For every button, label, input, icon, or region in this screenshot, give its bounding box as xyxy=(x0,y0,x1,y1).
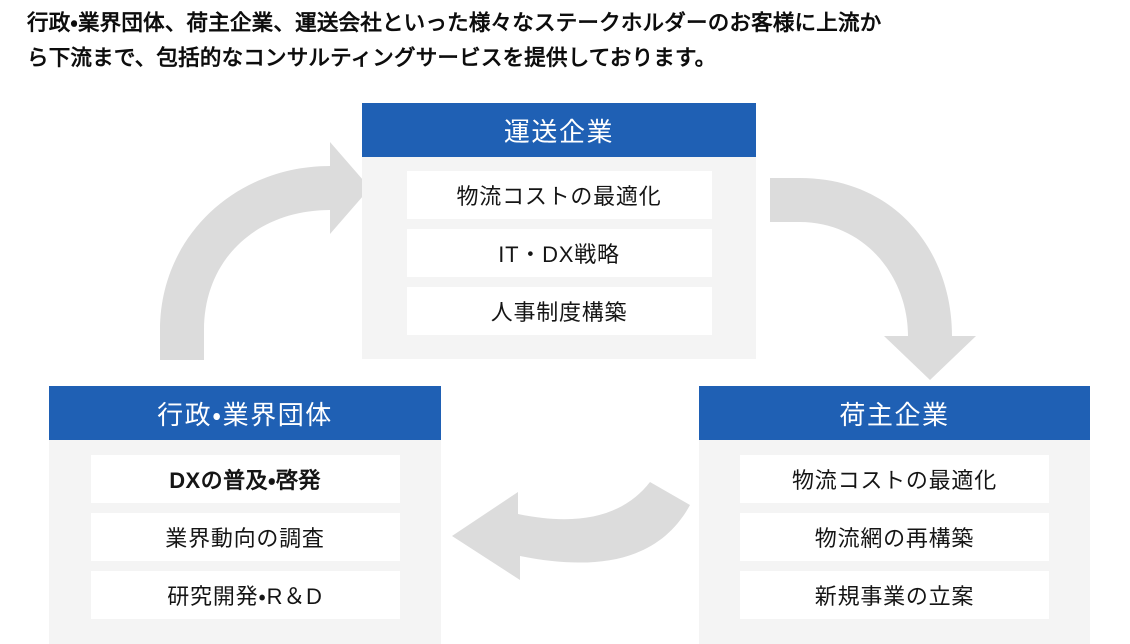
group-item[interactable]: 研究開発・R＆D xyxy=(90,571,400,619)
group-item[interactable]: 物流コストの最適化 xyxy=(740,455,1049,503)
group-card-carrier: 運送企業 物流コストの最適化 IT・DX戦略 人事制度構築 xyxy=(362,103,756,359)
intro-line-1: 行政・業界団体、荷主企業、運送会社といった様々なステークホルダーのお客様に上流か xyxy=(27,11,882,35)
group-item[interactable]: IT・DX戦略 xyxy=(406,229,712,277)
group-item[interactable]: 新規事業の立案 xyxy=(740,571,1049,619)
intro-line-2: ら下流まで、包括的なコンサルティングサービスを提供しております。 xyxy=(27,45,717,70)
group-body-government: DXの普及・啓発 業界動向の調査 研究開発・R＆D xyxy=(49,440,441,637)
group-header-carrier: 運送企業 xyxy=(362,103,756,157)
group-item[interactable]: 物流コストの最適化 xyxy=(406,171,712,219)
arrow-shipper-to-government-icon xyxy=(452,482,690,580)
group-item[interactable]: 業界動向の調査 xyxy=(90,513,400,561)
group-card-shipper: 荷主企業 物流コストの最適化 物流網の再構築 新規事業の立案 xyxy=(699,386,1090,644)
intro-paragraph: 行政・業界団体、荷主企業、運送会社といった様々なステークホルダーのお客様に上流か… xyxy=(27,6,1105,76)
arrow-government-to-carrier-icon xyxy=(160,142,370,360)
group-card-government: 行政・業界団体 DXの普及・啓発 業界動向の調査 研究開発・R＆D xyxy=(49,386,441,644)
group-header-government: 行政・業界団体 xyxy=(49,386,441,440)
group-header-shipper: 荷主企業 xyxy=(699,386,1090,440)
group-item[interactable]: 人事制度構築 xyxy=(406,287,712,335)
group-body-carrier: 物流コストの最適化 IT・DX戦略 人事制度構築 xyxy=(362,157,756,353)
group-item[interactable]: DXの普及・啓発 xyxy=(90,455,400,503)
arrow-carrier-to-shipper-icon xyxy=(770,178,976,380)
group-item[interactable]: 物流網の再構築 xyxy=(740,513,1049,561)
group-body-shipper: 物流コストの最適化 物流網の再構築 新規事業の立案 xyxy=(699,440,1090,637)
